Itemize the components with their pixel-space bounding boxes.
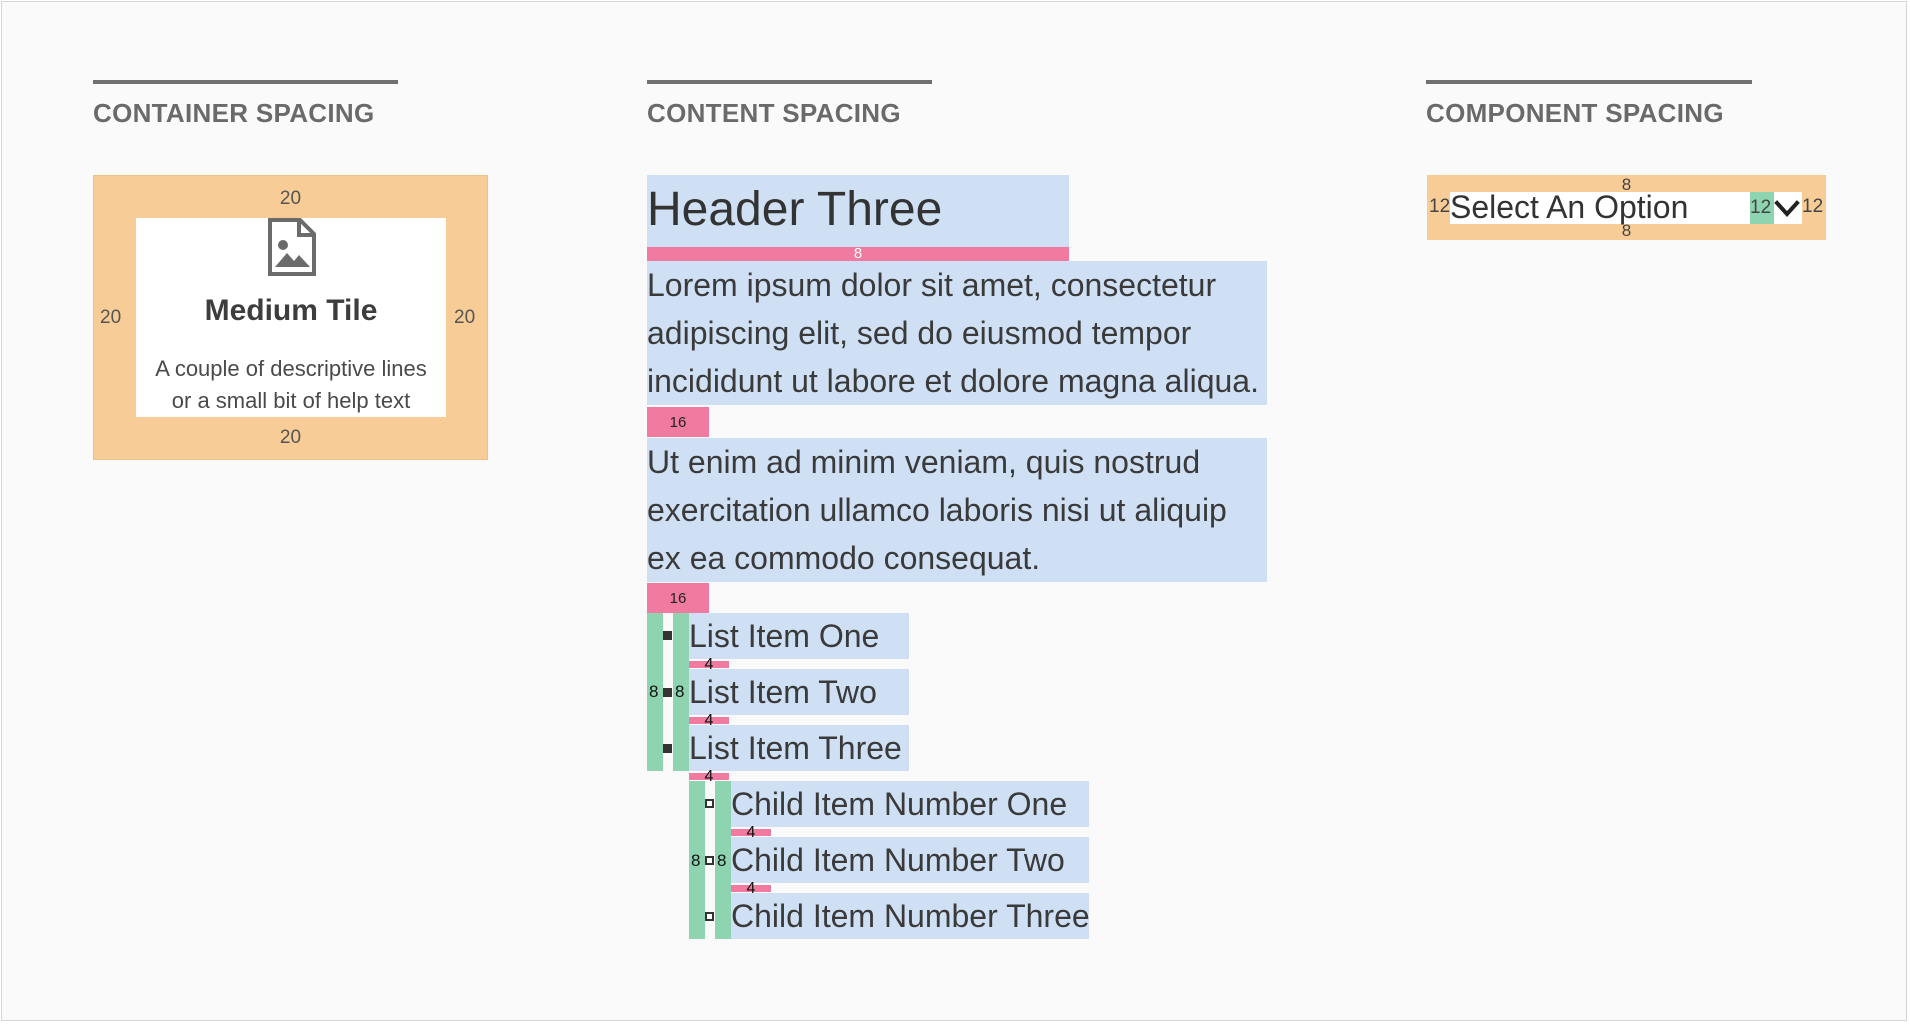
select-pad-left-label: 12 <box>1429 196 1451 217</box>
medium-tile[interactable]: Medium Tile A couple of descriptive line… <box>136 218 446 417</box>
section-rule <box>93 80 398 84</box>
paragraph-two-box: Ut enim ad minim veniam, quis nostrud ex… <box>647 438 1267 582</box>
header-gap-label: 8 <box>853 245 863 262</box>
child-indent-right <box>715 781 731 939</box>
paragraph-one-line-2: adipiscing elit, sed do eiusmod tempor <box>647 315 1192 351</box>
list-item-label: List Item Two <box>689 674 877 710</box>
child-item-gap <box>731 829 771 836</box>
paragraph-gap-one-label: 16 <box>669 414 687 431</box>
child-indent-right-label: 8 <box>717 851 727 870</box>
header-box: Header Three <box>647 175 1069 247</box>
bullet-filled-icon <box>663 631 672 640</box>
list-item: List Item Three <box>689 725 909 771</box>
select-pad-top-label: 8 <box>1621 175 1632 194</box>
tile-pad-left-label: 20 <box>100 307 122 328</box>
section-title-component: COMPONENT SPACING <box>1426 98 1724 128</box>
child-item-gap-label: 4 <box>746 880 756 897</box>
tile-pad-bottom-label: 20 <box>279 427 302 448</box>
select-icon-gap: 12 <box>1750 192 1774 224</box>
list-item: List Item One <box>689 613 909 659</box>
paragraph-one-box: Lorem ipsum dolor sit amet, consectetur … <box>647 261 1267 405</box>
select-dropdown[interactable]: Select An Option 12 <box>1450 189 1802 225</box>
list-item: List Item Two <box>689 669 909 715</box>
tile-pad-top-label: 20 <box>279 188 302 209</box>
list-item-gap <box>689 661 729 668</box>
bullet-hollow-icon <box>705 799 714 808</box>
list-indent-right <box>673 613 689 771</box>
child-indent-left-label: 8 <box>691 851 701 870</box>
child-item-gap <box>731 885 771 892</box>
child-item-label: Child Item Number Two <box>731 842 1065 878</box>
select-pad-bottom-label: 8 <box>1621 221 1632 240</box>
select-label: Select An Option <box>1450 189 1689 225</box>
list-item-gap <box>689 773 729 780</box>
list-indent-left-label: 8 <box>649 682 659 701</box>
paragraph-gap-two: 16 <box>647 583 709 613</box>
paragraph-gap-one: 16 <box>647 407 709 437</box>
tile-title: Medium Tile <box>204 294 378 327</box>
select-icon-gap-label: 12 <box>1750 197 1772 218</box>
section-rule <box>647 80 932 84</box>
tile-desc-line-1: A couple of descriptive lines <box>155 356 427 381</box>
section-rule <box>1426 80 1752 84</box>
child-indent-left <box>689 781 705 939</box>
list-indent-right-label: 8 <box>675 682 685 701</box>
bullet-filled-icon <box>663 744 672 753</box>
chevron-down-icon[interactable] <box>1774 195 1800 221</box>
bullet-hollow-icon <box>705 856 714 865</box>
list-indent-left <box>647 613 663 771</box>
list-item-gap-label: 4 <box>704 656 714 673</box>
list-item-label: List Item Three <box>689 730 902 766</box>
header-three: Header Three <box>647 183 943 236</box>
list-item-gap <box>689 717 729 724</box>
paragraph-one-line-3: incididunt ut labore et dolore magna ali… <box>647 363 1259 399</box>
select-padding-box: 8 8 12 12 Select An Option 12 <box>1427 175 1826 240</box>
tile-padding-box: 20 20 20 20 Medium Tile A couple of desc… <box>93 175 488 460</box>
list-item-gap-label: 4 <box>704 712 714 729</box>
section-title-content: CONTENT SPACING <box>647 98 901 128</box>
bullet-hollow-icon <box>705 912 714 921</box>
section-title-container: CONTAINER SPACING <box>93 98 375 128</box>
child-item-gap-label: 4 <box>746 824 756 841</box>
tile-pad-right-label: 20 <box>454 307 476 328</box>
paragraph-two-line-3: ex ea commodo consequat. <box>647 540 1041 576</box>
list-item-gap-label: 4 <box>704 768 714 785</box>
list-item-label: List Item One <box>689 618 880 654</box>
paragraph-gap-two-label: 16 <box>669 590 687 607</box>
paragraph-two-line-2: exercitation ullamco laboris nisi ut ali… <box>647 492 1227 528</box>
bullet-filled-icon <box>663 688 672 697</box>
paragraph-two-line-1: Ut enim ad minim veniam, quis nostrud <box>647 444 1201 480</box>
image-file-icon <box>268 218 316 276</box>
child-item: Child Item Number Three <box>731 893 1090 939</box>
tile-desc-line-2: or a small bit of help text <box>171 388 411 413</box>
child-item-label: Child Item Number One <box>731 786 1068 822</box>
select-pad-right-label: 12 <box>1802 196 1824 217</box>
header-gap: 8 <box>647 245 1069 262</box>
child-item: Child Item Number One <box>731 781 1089 827</box>
child-item: Child Item Number Two <box>731 837 1089 883</box>
paragraph-one-line-1: Lorem ipsum dolor sit amet, consectetur <box>647 267 1217 303</box>
child-item-label: Child Item Number Three <box>731 898 1090 934</box>
